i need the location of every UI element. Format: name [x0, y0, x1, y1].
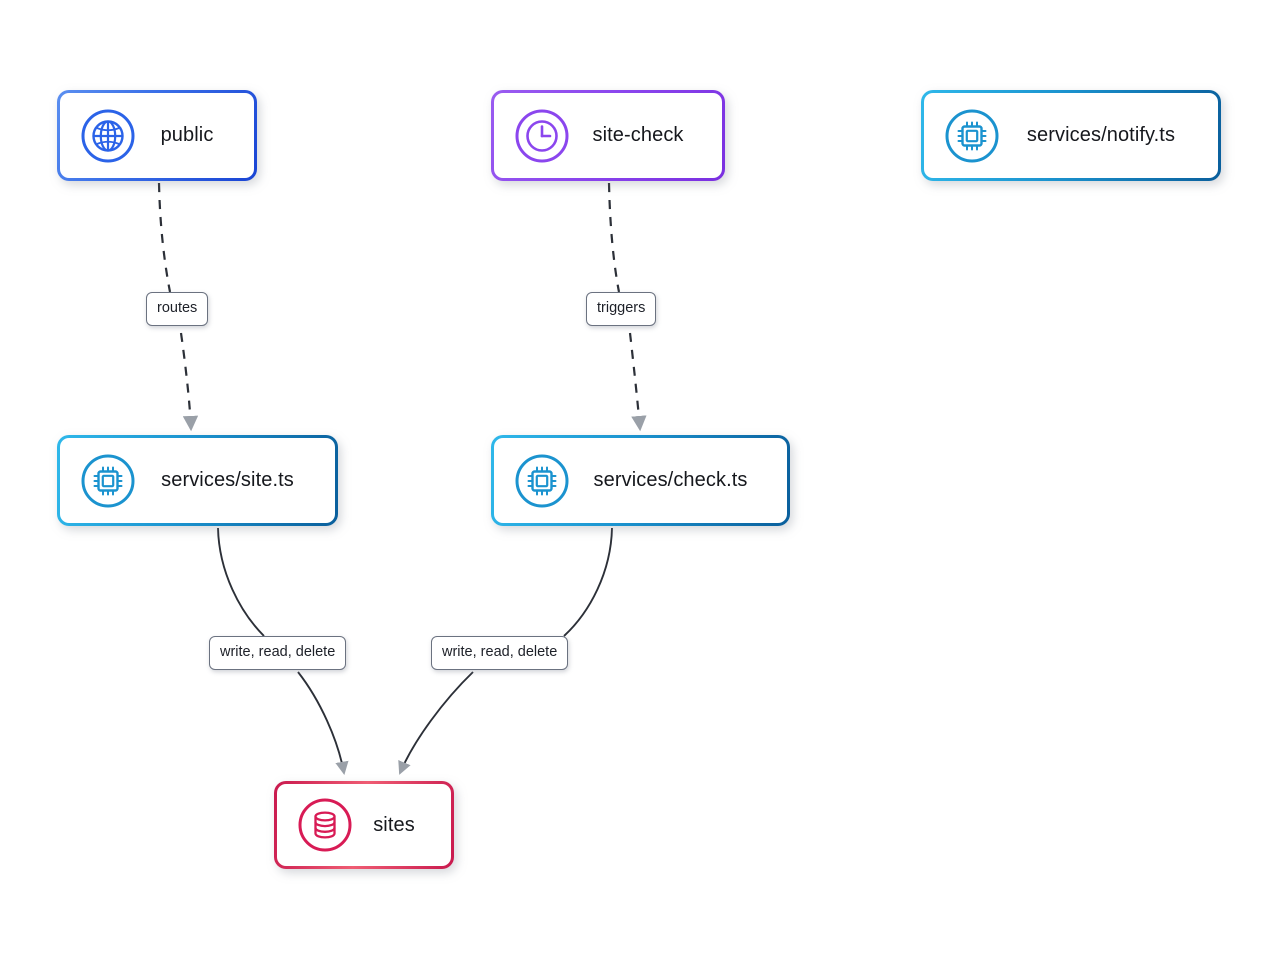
- node-label-services-notify: services/notify.ts: [1026, 124, 1176, 146]
- node-site-check[interactable]: site-check: [491, 90, 725, 181]
- chip-icon: [945, 109, 999, 162]
- database-icon: [298, 798, 352, 852]
- edge-label-routes: routes: [146, 292, 209, 326]
- chip-icon: [81, 454, 135, 507]
- globe-icon: [81, 109, 135, 162]
- node-services-notify[interactable]: services/notify.ts: [921, 90, 1221, 181]
- node-label-services-check: services/check.ts: [593, 469, 748, 491]
- node-label-public: public: [160, 124, 214, 146]
- clock-icon: [515, 109, 569, 162]
- node-sites[interactable]: sites: [274, 781, 454, 869]
- node-services-site[interactable]: services/site.ts: [57, 435, 338, 526]
- node-label-site-check: site-check: [592, 124, 684, 146]
- chip-icon: [515, 454, 569, 507]
- edge-label-triggers: triggers: [586, 292, 657, 326]
- node-services-check[interactable]: services/check.ts: [491, 435, 790, 526]
- edge-label-write-read-delete-right: write, read, delete: [431, 636, 569, 670]
- node-label-services-site: services/site.ts: [161, 469, 294, 491]
- node-label-sites: sites: [373, 813, 415, 836]
- node-public[interactable]: public: [57, 90, 257, 181]
- edge-label-write-read-delete-left: write, read, delete: [209, 636, 347, 670]
